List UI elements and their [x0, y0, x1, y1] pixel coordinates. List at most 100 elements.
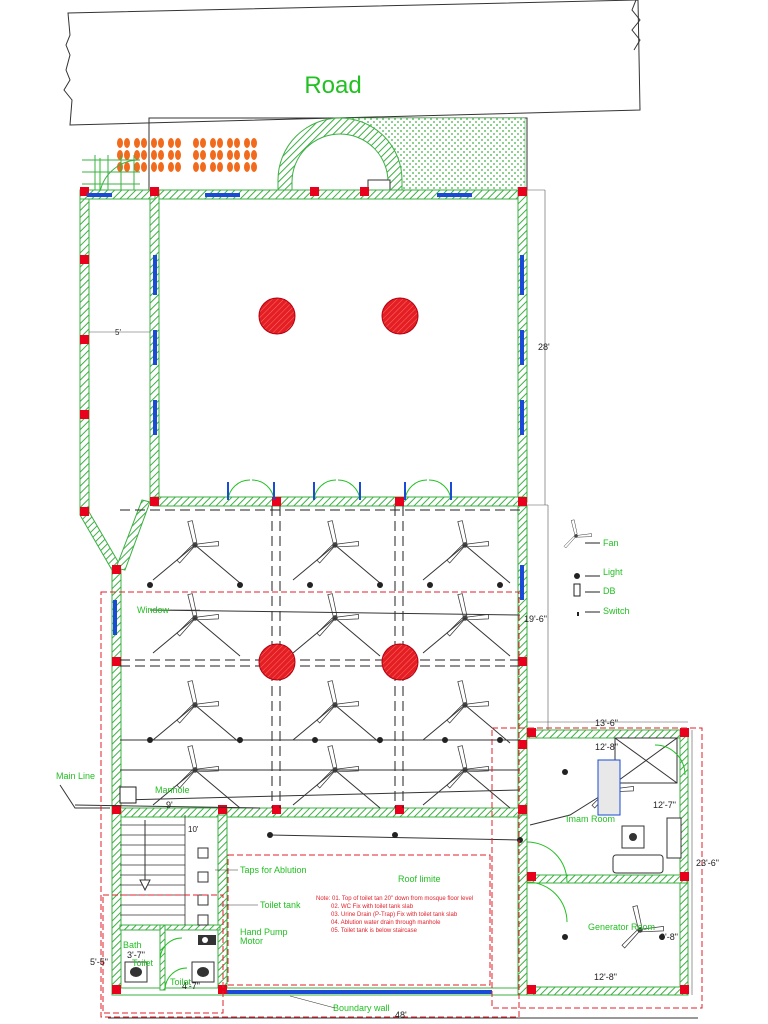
column — [518, 657, 527, 666]
light — [147, 582, 153, 588]
veranda-depth-dim: 19'-6" — [524, 614, 547, 624]
window — [520, 255, 524, 295]
light — [497, 582, 503, 588]
note-1: Note: 01. Top of toilet tan 20" down fro… — [316, 896, 473, 902]
shoe — [217, 162, 223, 172]
window — [153, 400, 157, 435]
shoe — [244, 162, 250, 172]
fan-blade — [327, 520, 338, 544]
shoe — [217, 138, 223, 148]
shoe — [134, 150, 140, 160]
column — [527, 985, 536, 994]
hall-doors — [227, 479, 452, 501]
shoe — [141, 138, 147, 148]
fan-blade — [466, 765, 489, 773]
stair-door-swing — [99, 159, 141, 193]
fan-wire — [464, 769, 511, 809]
legend-leaders — [585, 542, 600, 613]
fan-blade — [187, 593, 198, 617]
shoe — [251, 162, 257, 172]
fan-blade — [327, 680, 338, 704]
fan-wire — [194, 769, 241, 809]
shoe — [200, 150, 206, 160]
toilet-1-bowl — [130, 967, 142, 977]
fan-blade — [336, 540, 359, 548]
imam-table-item — [629, 833, 637, 841]
shoe — [141, 150, 147, 160]
bath-label: Bath — [123, 940, 142, 950]
column — [360, 187, 369, 196]
column — [218, 985, 227, 994]
hall-rear-wall — [152, 496, 526, 507]
column — [518, 187, 527, 196]
column — [112, 805, 121, 814]
hand-pump-label: Hand Pump — [240, 927, 288, 937]
shoe — [141, 162, 147, 172]
annex-bottom-wall — [526, 986, 688, 996]
ceiling-fan — [621, 905, 664, 949]
ceiling-fan — [316, 745, 359, 789]
light — [517, 837, 523, 843]
corridor-outer-wall — [79, 189, 90, 516]
fan-wire — [334, 769, 381, 809]
boundary-wall-leader — [289, 995, 336, 1009]
ceiling-fan — [316, 593, 359, 637]
ablution-taps — [197, 847, 209, 926]
dimension-lines — [89, 189, 693, 995]
shoe — [244, 138, 250, 148]
annex-divider-wall — [526, 874, 688, 884]
dome — [381, 643, 419, 681]
fan-blade — [187, 680, 198, 704]
entrance-arch — [277, 117, 403, 193]
shoe — [151, 150, 157, 160]
window — [520, 565, 524, 600]
fan-blade — [336, 613, 359, 621]
tap — [197, 871, 209, 883]
fan-blade — [187, 520, 198, 544]
shoe — [193, 138, 199, 148]
column — [272, 497, 281, 506]
column — [527, 728, 536, 737]
legend-switch-label: Switch — [603, 606, 630, 616]
note-5: 05. Toilet tank is below staircase — [331, 928, 418, 934]
window — [153, 330, 157, 365]
fan-blade — [336, 765, 359, 773]
bath-door-swing — [159, 937, 183, 961]
legend-fan-label: Fan — [603, 538, 619, 548]
imam-room-label: Imam Room — [566, 814, 615, 824]
fan-blade — [336, 700, 359, 708]
window — [437, 193, 472, 197]
manhole — [119, 786, 137, 804]
column — [518, 740, 527, 749]
toilet-door-swing — [164, 967, 188, 991]
shoe — [124, 138, 130, 148]
light — [377, 582, 383, 588]
road-outline — [63, 0, 641, 126]
fan-blade — [466, 700, 489, 708]
fan-hub — [637, 927, 643, 933]
fan-wire — [334, 617, 381, 657]
manhole-size-dim: 9' — [166, 800, 173, 810]
imam-desk — [597, 759, 621, 816]
shoe — [210, 162, 216, 172]
light — [147, 737, 153, 743]
shoe — [210, 150, 216, 160]
generator-door-swing — [526, 881, 568, 923]
shoe — [251, 138, 257, 148]
legend-fan-symbol — [563, 519, 592, 549]
fan-wire — [464, 704, 511, 744]
ceiling-fans — [152, 520, 664, 949]
shoe — [168, 138, 174, 148]
shoe — [158, 162, 164, 172]
legend-light-label: Light — [603, 567, 623, 577]
ceiling-fan — [176, 593, 219, 637]
generator-room-label: Generator Room — [588, 922, 655, 932]
window — [205, 193, 240, 197]
window — [520, 330, 524, 365]
toilet-width-dim: 4'-7" — [182, 981, 200, 991]
shoe — [175, 150, 181, 160]
fan-blade — [457, 593, 468, 617]
fan-blade — [457, 680, 468, 704]
column — [80, 410, 89, 419]
